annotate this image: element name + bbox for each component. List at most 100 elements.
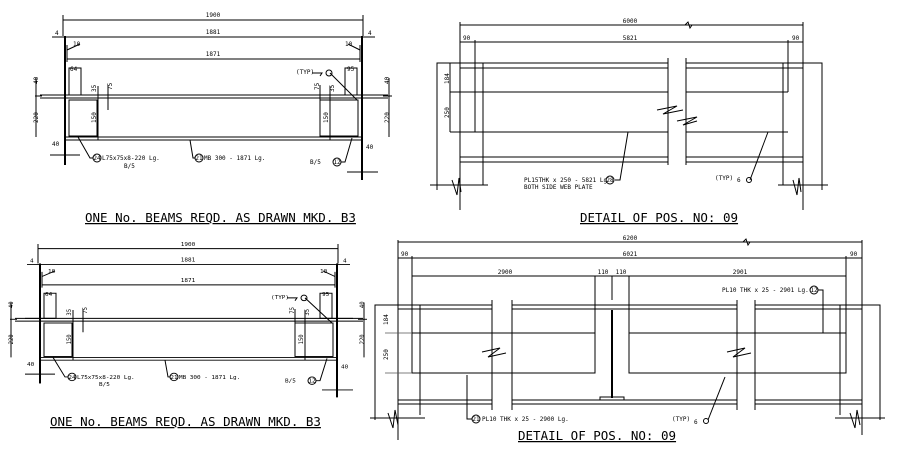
dim-40-bottom-right: 40 (341, 365, 349, 371)
dim-mid: 1881 (206, 29, 221, 36)
beam-elevation: 1900 4 1881 4 10 10 1871 64 95 40 220 40… (9, 242, 367, 398)
beam-flanges (15, 317, 363, 361)
detail-bottom: 6200 90 6021 90 2900 110 110 2901 184 25… (370, 235, 885, 440)
dim-gap-left: 10 (73, 41, 81, 48)
plate-top-label: PL10 THK x 25 - 2901 Lg. (722, 287, 809, 294)
bolt-label: B/5 (310, 159, 321, 166)
dim-35-left: 35 (91, 84, 98, 92)
angle-mark: 24 (93, 155, 101, 162)
beam-mark: 21 (195, 155, 203, 162)
title-detail-bottom: DETAIL OF POS. NO: 09 (518, 428, 676, 443)
plate-sub: BOTH SIDE WEB PLATE (524, 184, 593, 191)
angle-label: L75x75x8-220 Lg. (102, 155, 160, 162)
dimension-lines (35, 15, 392, 140)
dim-end-right: 90 (792, 35, 800, 42)
angle-sub: B/5 (124, 163, 135, 170)
dim-75-right: 75 (290, 306, 296, 313)
dim-end-left: 90 (463, 35, 471, 42)
dim-75-left: 75 (83, 306, 89, 313)
dim-75-right: 75 (314, 82, 321, 90)
dim-150-right: 150 (299, 334, 305, 345)
leaders (52, 294, 333, 385)
dim-gap-left: 10 (48, 269, 56, 275)
center-stiffener (599, 310, 625, 401)
dim-overall: 6000 (623, 18, 638, 25)
dim-35-right: 35 (305, 308, 311, 315)
title-beam-bottom: ONE No. BEAMS REQD. AS DRAWN MKD. B3 (50, 414, 321, 429)
flanges (460, 62, 803, 163)
dim-left-seg: 2900 (498, 269, 513, 276)
dim-250: 250 (444, 107, 451, 118)
dim-mid: 1881 (181, 258, 196, 264)
typ-label: (TYP) (296, 69, 314, 76)
dim-40-bottom-left: 40 (27, 362, 35, 368)
dim-angle-right: 95 (347, 66, 355, 73)
dim-overall: 6200 (623, 235, 638, 242)
dim-overall: 1900 (181, 242, 196, 248)
web-plate (449, 63, 788, 133)
dim-end-right: 4 (343, 259, 347, 265)
beam-flanges (40, 94, 388, 141)
dim-150-right: 150 (323, 112, 330, 123)
typ-label: (TYP) (271, 295, 289, 301)
dim-250: 250 (383, 349, 390, 360)
dim-gap-right: 10 (345, 41, 353, 48)
dim-75-left: 75 (107, 82, 114, 90)
dim-mid: 5821 (623, 35, 638, 42)
dim-220-left: 220 (9, 334, 15, 345)
dim-end-right: 4 (368, 30, 372, 37)
dim-40-right: 40 (384, 76, 391, 84)
columns (25, 263, 353, 398)
beam-mark: 21 (170, 375, 178, 381)
leaders (77, 69, 358, 167)
dim-40-right: 40 (360, 301, 366, 308)
dim-150-left: 150 (67, 334, 73, 345)
web-plates (385, 332, 847, 374)
dim-110b: 110 (616, 269, 627, 276)
dim-end-left: 4 (55, 30, 59, 37)
bolt-mark: 12 (308, 379, 315, 385)
dim-inner: 1871 (181, 278, 196, 284)
beam-elevation: 1900 4 1881 4 10 10 1871 64 95 40 220 40… (33, 12, 392, 180)
dim-end-left: 4 (30, 259, 34, 265)
flanges (398, 304, 862, 405)
dim-184: 184 (444, 73, 451, 84)
dim-right-seg: 2901 (733, 269, 748, 276)
angle-sub: B/5 (99, 382, 110, 388)
plate-label: PL15THK x 250 - 5821 Lg (524, 177, 607, 184)
angle-label: L75x75x8-220 Lg. (77, 375, 135, 381)
columns (50, 36, 378, 180)
dim-40-left: 40 (33, 76, 40, 84)
typ-label: (TYP) (715, 175, 733, 182)
dim-40-bottom-right: 40 (366, 144, 374, 151)
weld-size: 6 (694, 419, 698, 426)
dim-40-left: 40 (9, 301, 15, 308)
plate-bot-label: PL10 THK x 25 - 2900 Lg. (482, 416, 569, 423)
dim-35-left: 35 (67, 308, 73, 315)
dim-end-right: 90 (850, 251, 858, 258)
plate-mark: 28 (606, 177, 614, 184)
angle-mark: 24 (68, 375, 76, 381)
dim-angle-left: 64 (45, 292, 53, 298)
dim-184: 184 (383, 314, 390, 325)
dim-gap-right: 10 (320, 269, 328, 275)
typ-label: (TYP) (672, 416, 690, 423)
dim-angle-left: 64 (70, 66, 78, 73)
weld-size: 6 (737, 177, 741, 184)
dim-mid: 6021 (623, 251, 638, 258)
title-detail-top: DETAIL OF POS. NO: 09 (580, 210, 738, 225)
dim-inner: 1871 (206, 51, 221, 58)
dim-overall: 1900 (206, 12, 221, 19)
title-beam-top: ONE No. BEAMS REQD. AS DRAWN MKD. B3 (85, 210, 356, 225)
dimension-lines (10, 243, 367, 361)
end-angles (43, 292, 334, 357)
dim-220-right: 220 (384, 112, 391, 123)
bolt-label: B/5 (285, 379, 296, 385)
dim-35-right: 35 (329, 84, 336, 92)
dim-angle-right: 95 (322, 292, 330, 298)
dim-150-left: 150 (91, 112, 98, 123)
end-angles (68, 67, 359, 137)
dim-220-right: 220 (360, 334, 366, 345)
dim-end-left: 90 (401, 251, 409, 258)
